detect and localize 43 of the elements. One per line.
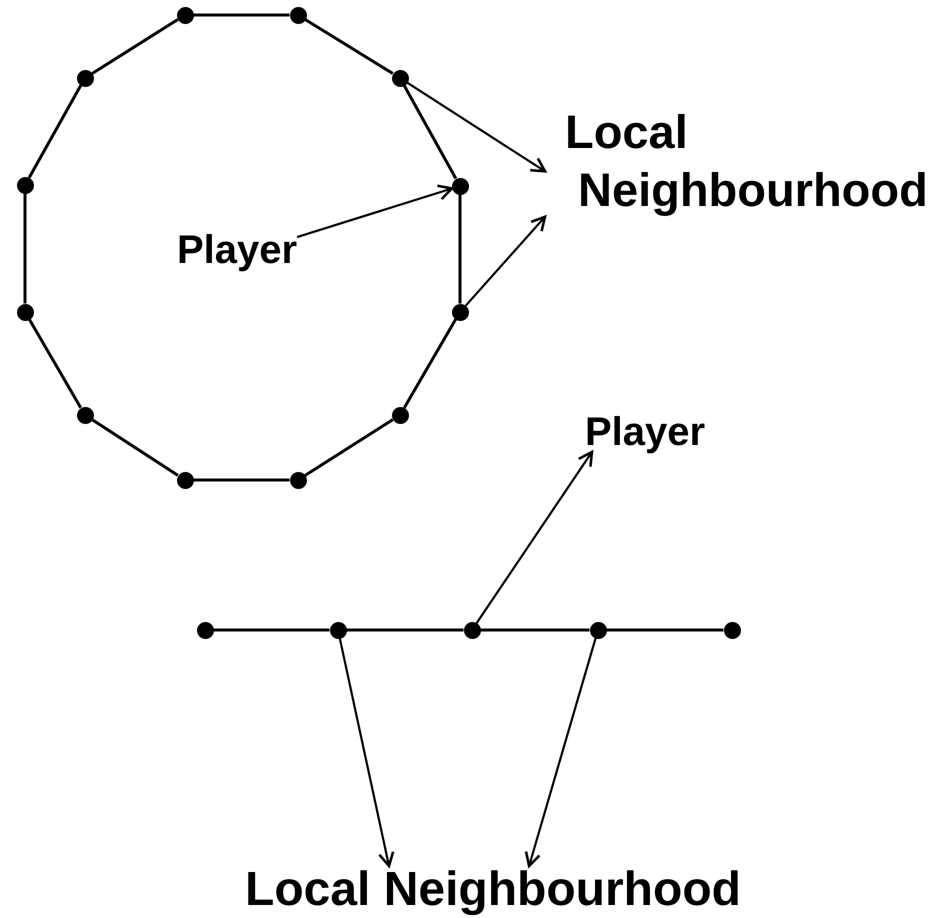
node-dot <box>196 622 214 638</box>
node-label: Local Neighbourhood <box>545 103 939 219</box>
node-dot <box>724 622 740 638</box>
node-label: Local Neighbourhood <box>245 866 741 914</box>
link-line <box>402 84 458 180</box>
arrow <box>296 184 454 238</box>
arrow <box>464 216 546 306</box>
link-line <box>480 628 590 632</box>
node-dot <box>464 622 480 638</box>
link-line <box>91 418 179 477</box>
link-line <box>304 418 394 477</box>
link-line <box>28 84 82 178</box>
link-line <box>28 318 82 408</box>
link-line <box>458 194 462 304</box>
node-dot <box>290 6 306 24</box>
link-line <box>403 318 457 408</box>
link-line <box>194 14 290 16</box>
arrow <box>476 450 594 624</box>
link-line <box>24 194 26 304</box>
node-dot <box>16 304 34 320</box>
node-dot <box>176 6 194 24</box>
node-dot <box>452 178 468 194</box>
link-line <box>214 628 330 632</box>
node-dot <box>392 406 408 424</box>
node-dot <box>76 70 94 86</box>
node-dot <box>76 406 94 424</box>
link-line <box>304 18 394 75</box>
node-dot <box>330 622 346 638</box>
arrow <box>524 638 597 868</box>
node-dot <box>452 304 468 320</box>
arrow <box>406 82 546 173</box>
link-line <box>606 628 724 632</box>
node-label: Player <box>177 230 298 270</box>
node-dot <box>590 622 606 638</box>
link-line <box>194 478 290 482</box>
node-dot <box>392 70 408 86</box>
node-dot <box>290 472 306 488</box>
link-line <box>346 628 464 632</box>
node-dot <box>16 176 34 194</box>
arrow <box>338 638 394 868</box>
link-line <box>91 18 179 75</box>
node-dot <box>176 472 194 488</box>
node-label: Player <box>585 412 706 452</box>
